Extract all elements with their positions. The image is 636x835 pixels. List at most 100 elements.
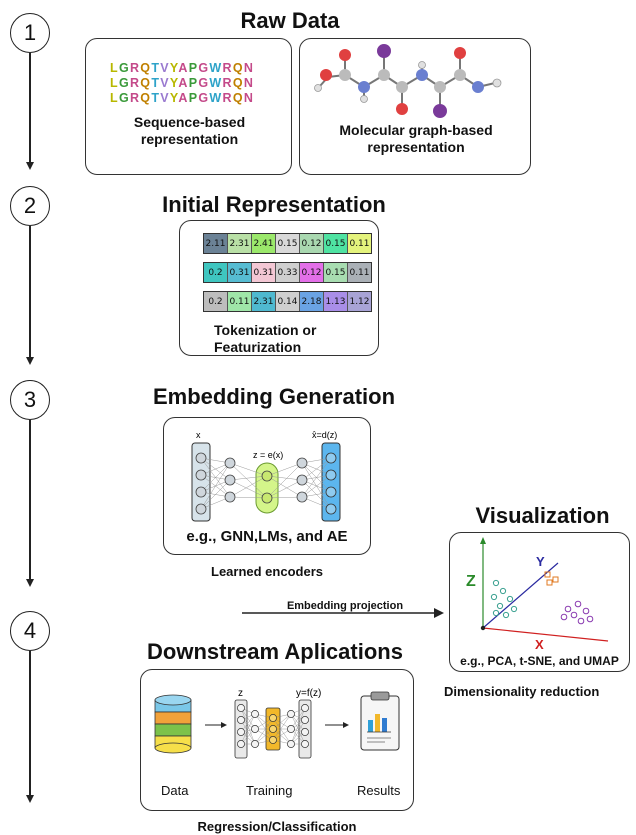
stage-4-number: 4 <box>23 618 37 643</box>
sequence-line: LGRQTVYAPGWRQN <box>110 76 254 91</box>
sequence-caption: Sequence-based representation <box>133 114 246 147</box>
arrow-right-icon-1 <box>205 722 227 728</box>
feature-cell: 0.31 <box>228 263 252 282</box>
y-axis <box>482 562 559 629</box>
atom-c4 <box>434 81 446 93</box>
sequence-letter: G <box>118 61 130 75</box>
cluster-purple <box>560 600 594 625</box>
report-clipboard-icon <box>360 691 400 751</box>
molecule-graph <box>314 44 502 118</box>
sequence-letter: P <box>188 91 199 105</box>
sequence-letter: R <box>129 91 141 105</box>
atom-r2 <box>433 104 447 118</box>
sequence-letter: V <box>160 61 170 75</box>
stage-2-circle: 2 <box>10 186 50 226</box>
z-input-label: z <box>238 688 243 699</box>
stage-1-circle: 1 <box>10 13 50 53</box>
encoder-box-caption: e.g., GNN,LMs, and AE <box>186 528 348 545</box>
feature-cell: 2.11 <box>204 234 228 253</box>
x-axis <box>482 627 609 642</box>
stage-4-title: Downstream Aplications <box>147 639 403 664</box>
sequence-line: LGRQTVYAPGWRQN <box>110 61 254 76</box>
sequence-letter: Y <box>169 91 179 105</box>
cluster-green <box>490 579 518 619</box>
feature-cell: 0.12 <box>300 234 324 253</box>
sequence-letter: Y <box>169 76 179 90</box>
database-icon <box>154 694 192 754</box>
sequence-letter: N <box>243 91 255 105</box>
sequence-letter: T <box>151 76 161 90</box>
sequence-letter: N <box>243 76 255 90</box>
y-output-label: y=f(z) <box>296 688 321 699</box>
feature-cell: 0.14 <box>276 292 300 311</box>
stage-3-circle: 3 <box>10 380 50 420</box>
cluster-orange <box>544 571 559 586</box>
feature-cell: 2.18 <box>300 292 324 311</box>
sequence-letter: Q <box>232 61 244 75</box>
sequence-letter: N <box>243 61 255 75</box>
atom-o3 <box>396 103 408 115</box>
axis-x-label: X <box>535 637 544 651</box>
sequence-letter: Q <box>140 91 152 105</box>
feature-cell: 1.13 <box>324 292 348 311</box>
sequence-letter: Y <box>169 61 179 75</box>
sequence-letter: L <box>110 61 119 75</box>
atom-h4 <box>418 61 426 69</box>
atom-c5 <box>454 69 466 81</box>
axis-y-label: Y <box>536 554 545 569</box>
sequence-letter: V <box>160 76 170 90</box>
sequence-letter: W <box>209 61 223 75</box>
sequence-line: LGRQTVYAPGWRQN <box>110 91 254 106</box>
feature-cell: 1.12 <box>348 292 371 311</box>
sequence-letter: G <box>118 76 130 90</box>
downstream-caption: Regression/Classification <box>197 819 357 834</box>
feature-cell: 0.12 <box>300 263 324 282</box>
sequence-letter: T <box>151 91 161 105</box>
feature-cell: 0.15 <box>324 234 348 253</box>
stage-4-line <box>29 651 31 796</box>
sequence-letter: A <box>178 61 189 75</box>
molecule-box: Molecular graph-based representation <box>299 38 531 175</box>
x-label: x <box>196 430 201 440</box>
featurization-caption: Tokenization or Featurization <box>214 322 317 355</box>
sequence-letter: L <box>110 76 119 90</box>
stage-2-title: Initial Representation <box>162 192 386 217</box>
stage-2-line <box>29 226 31 358</box>
sequence-letter: Q <box>140 61 152 75</box>
atom-n1 <box>358 81 370 93</box>
sequence-letter: A <box>178 76 189 90</box>
visualization-box: Z Y X e.g., PCA, t-SNE, and UMAP <box>449 532 630 672</box>
xhat-label: x̂=d(z) <box>312 430 337 440</box>
data-label: Data <box>161 783 189 798</box>
stage-1-line <box>29 53 31 163</box>
sequence-letter: T <box>151 61 161 75</box>
origin-point <box>480 625 486 631</box>
encoder-caption: Learned encoders <box>211 564 323 579</box>
sequence-letter: W <box>209 91 223 105</box>
stage-4-arrowhead <box>26 795 34 803</box>
downstream-diagram: z y=f(z) <box>154 688 400 759</box>
feature-cell: 0.31 <box>252 263 276 282</box>
atom-c2 <box>378 69 390 81</box>
sequence-letter: R <box>222 76 233 90</box>
sequence-letter: G <box>198 91 210 105</box>
latent-layer <box>255 462 279 514</box>
atom-n2 <box>416 69 428 81</box>
downstream-box: z y=f(z) <box>140 669 414 811</box>
sequence-letter: G <box>198 61 210 75</box>
sequence-letter: L <box>110 91 119 105</box>
stage-1-arrowhead <box>26 162 34 170</box>
stage-3-title: Embedding Generation <box>152 384 396 409</box>
feature-cell: 2.31 <box>252 292 276 311</box>
sequence-letter: A <box>178 91 189 105</box>
sequence-letter: R <box>222 91 233 105</box>
atom-h2 <box>314 84 322 92</box>
feature-cell: 0.33 <box>276 263 300 282</box>
sequence-letter: Q <box>232 76 244 90</box>
stage-3-number: 3 <box>23 387 37 412</box>
